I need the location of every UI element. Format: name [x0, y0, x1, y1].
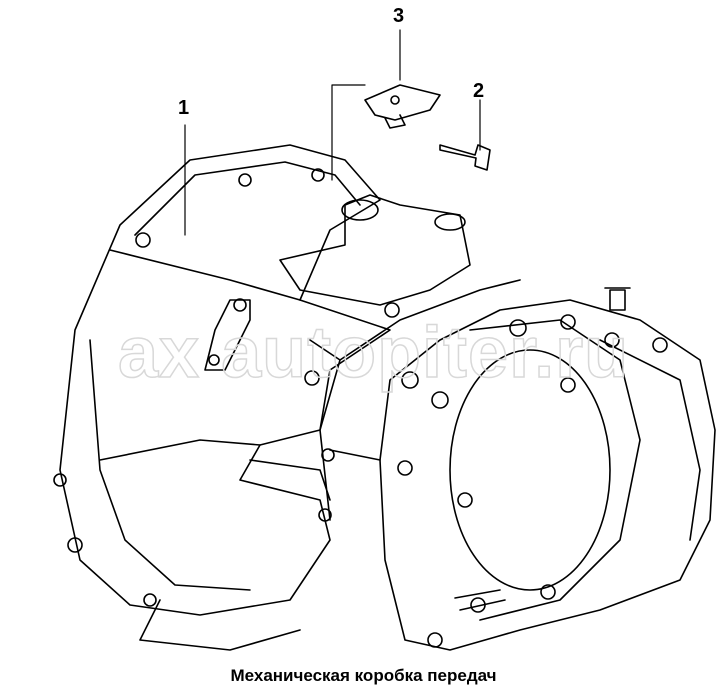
release-lever [204, 299, 251, 371]
figure-caption: Механическая коробка передач [230, 666, 497, 685]
callout-2: 2 [473, 80, 485, 102]
watermark-logo: ax autopiter.ru [117, 312, 630, 394]
case-bolts [397, 314, 668, 648]
callout-3: 3 [393, 5, 405, 27]
top-mount [279, 194, 471, 306]
gear-case [379, 299, 716, 651]
callout-1: 1 [178, 97, 190, 119]
bolt-part-2 [439, 144, 491, 171]
bracket-part-3 [364, 84, 441, 129]
leader-lines [184, 29, 481, 236]
